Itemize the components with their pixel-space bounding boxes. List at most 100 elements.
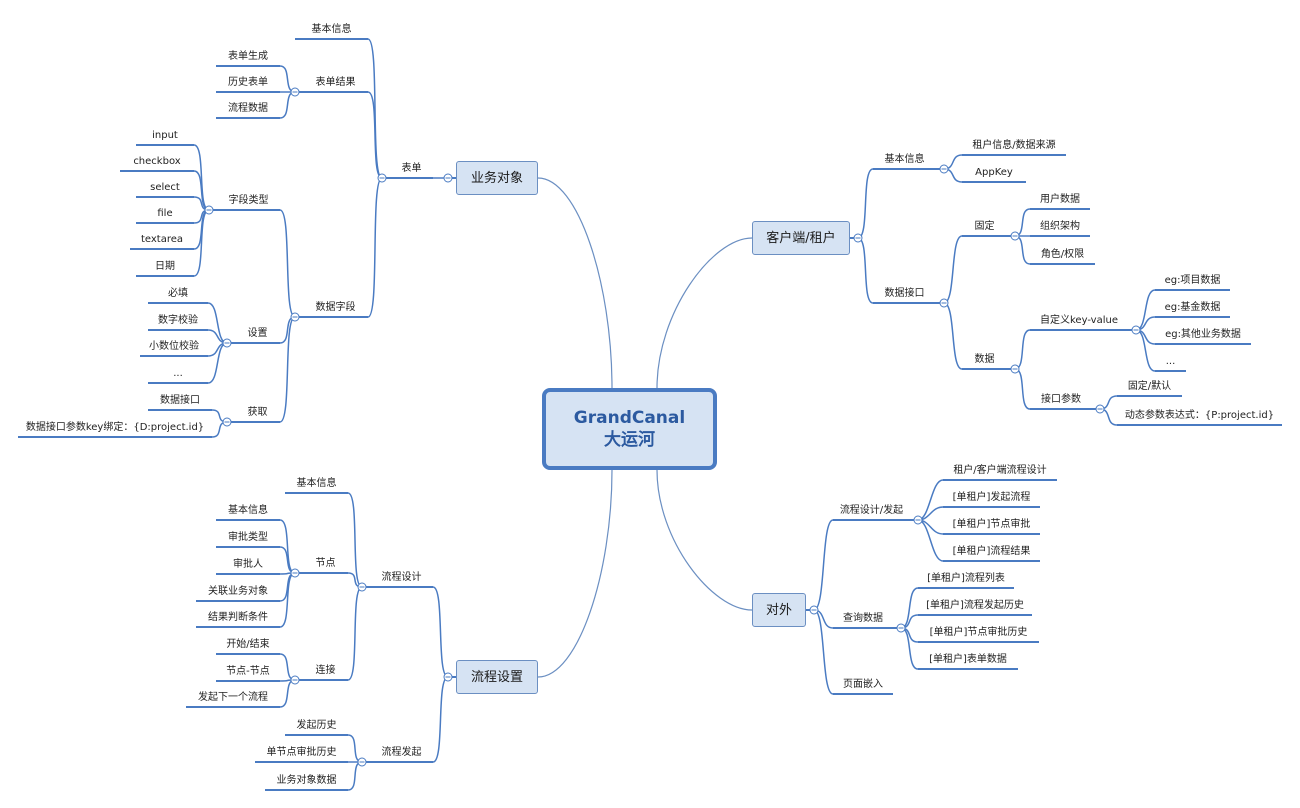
- topic-label[interactable]: 数据接口: [160, 395, 200, 406]
- topic-label[interactable]: [单租户]节点审批历史: [929, 627, 1028, 638]
- collapse-toggle-icon[interactable]: [443, 672, 453, 682]
- topic-label[interactable]: 组织架构: [1040, 221, 1080, 232]
- collapse-toggle-icon[interactable]: [357, 757, 367, 767]
- collapse-toggle-icon[interactable]: [1010, 231, 1020, 241]
- collapse-toggle-icon[interactable]: [1010, 364, 1020, 374]
- topic-label[interactable]: 数字校验: [158, 315, 198, 326]
- topic-label[interactable]: 数据: [974, 354, 995, 365]
- topic-label[interactable]: select: [150, 182, 180, 193]
- topic-label[interactable]: 租户信息/数据来源: [972, 140, 1056, 151]
- topic-label[interactable]: 节点-节点: [226, 666, 270, 677]
- topic-label[interactable]: 流程设计: [381, 572, 422, 583]
- topic-label[interactable]: 基本信息: [296, 478, 337, 489]
- main-topic-node[interactable]: 业务对象: [456, 161, 538, 195]
- collapse-toggle-icon[interactable]: [853, 233, 863, 243]
- topic-label[interactable]: 数据接口参数key绑定：{D:project.id}: [25, 422, 205, 433]
- collapse-toggle-icon[interactable]: [1095, 404, 1105, 414]
- topic-label[interactable]: 字段类型: [228, 195, 269, 206]
- topic-label[interactable]: 流程数据: [228, 103, 268, 114]
- topic-label[interactable]: 基本信息: [311, 24, 352, 35]
- collapse-toggle-icon[interactable]: [357, 582, 367, 592]
- topic-label[interactable]: 流程发起: [381, 747, 422, 758]
- topic-label[interactable]: 数据接口: [884, 288, 925, 299]
- collapse-toggle-icon[interactable]: [290, 675, 300, 685]
- topic-label[interactable]: 固定: [974, 221, 995, 232]
- topic-label[interactable]: 接口参数: [1041, 394, 1081, 405]
- collapse-toggle-icon[interactable]: [913, 515, 923, 525]
- branch-connector: [279, 316, 296, 423]
- topic-label[interactable]: 基本信息: [884, 154, 925, 165]
- collapse-toggle-icon[interactable]: [290, 568, 300, 578]
- topic-label[interactable]: 表单结果: [315, 77, 356, 88]
- topic-label[interactable]: 自定义key-value: [1040, 315, 1118, 326]
- main-topic-node[interactable]: 客户端/租户: [752, 221, 850, 255]
- topic-label[interactable]: checkbox: [133, 156, 181, 167]
- topic-label[interactable]: 小数位校验: [149, 341, 199, 352]
- topic-label[interactable]: [单租户]发起流程: [952, 492, 1031, 503]
- collapse-toggle-icon[interactable]: [896, 623, 906, 633]
- topic-label[interactable]: 必填: [168, 288, 188, 299]
- topic-label[interactable]: 设置: [247, 328, 268, 339]
- topic-label[interactable]: ...: [1165, 356, 1176, 367]
- topic-label[interactable]: 获取: [247, 407, 268, 418]
- branch-connector: [1014, 368, 1031, 410]
- topic-label[interactable]: 日期: [155, 261, 175, 272]
- topic-label[interactable]: 结果判断条件: [208, 612, 268, 623]
- main-topic-node[interactable]: 流程设置: [456, 660, 538, 694]
- branch-connector: [193, 209, 210, 277]
- main-topic-node[interactable]: 对外: [752, 593, 806, 627]
- topic-label[interactable]: eg:基金数据: [1164, 302, 1221, 313]
- topic-label[interactable]: [单租户]流程结果: [952, 546, 1031, 557]
- branch-connector: [943, 302, 963, 370]
- collapse-toggle-icon[interactable]: [222, 338, 232, 348]
- topic-label[interactable]: 查询数据: [843, 613, 883, 624]
- topic-label[interactable]: 审批类型: [228, 532, 268, 543]
- topic-label[interactable]: [单租户]表单数据: [929, 654, 1007, 665]
- topic-label[interactable]: 流程设计/发起: [839, 505, 904, 516]
- collapse-toggle-icon[interactable]: [290, 312, 300, 322]
- topic-label[interactable]: AppKey: [975, 167, 1013, 178]
- topic-label[interactable]: 角色/权限: [1040, 249, 1085, 260]
- topic-label[interactable]: 历史表单: [228, 77, 268, 88]
- topic-label[interactable]: 发起下一个流程: [198, 692, 268, 703]
- topic-label[interactable]: input: [152, 130, 178, 141]
- branch-connector: [943, 235, 963, 304]
- collapse-toggle-icon[interactable]: [939, 164, 949, 174]
- collapse-toggle-icon[interactable]: [443, 173, 453, 183]
- collapse-toggle-icon[interactable]: [377, 173, 387, 183]
- topic-label[interactable]: 固定/默认: [1127, 381, 1172, 392]
- topic-label[interactable]: 动态参数表达式：{P:project.id}: [1124, 410, 1275, 421]
- collapse-toggle-icon[interactable]: [809, 605, 819, 615]
- topic-label[interactable]: 表单: [401, 163, 422, 174]
- topic-label[interactable]: 单节点审批历史: [266, 747, 337, 758]
- topic-label[interactable]: 数据字段: [315, 302, 356, 313]
- topic-label[interactable]: 连接: [315, 665, 336, 676]
- collapse-toggle-icon[interactable]: [939, 298, 949, 308]
- root-node[interactable]: GrandCanal 大运河: [542, 388, 717, 470]
- collapse-toggle-icon[interactable]: [290, 87, 300, 97]
- topic-label[interactable]: textarea: [140, 234, 184, 245]
- root-connector: [537, 177, 613, 389]
- topic-label[interactable]: 发起历史: [296, 720, 337, 731]
- collapse-toggle-icon[interactable]: [222, 417, 232, 427]
- topic-label[interactable]: 租户/客户端流程设计: [953, 465, 1047, 476]
- topic-label[interactable]: 节点: [315, 558, 336, 569]
- branch-connector: [432, 586, 449, 678]
- topic-label[interactable]: 开始/结束: [226, 639, 270, 650]
- topic-label[interactable]: 页面嵌入: [843, 679, 883, 690]
- topic-label[interactable]: 用户数据: [1040, 194, 1080, 205]
- topic-label[interactable]: 关联业务对象: [208, 586, 268, 597]
- topic-label[interactable]: 基本信息: [228, 505, 268, 516]
- collapse-toggle-icon[interactable]: [204, 205, 214, 215]
- topic-label[interactable]: [单租户]节点审批: [952, 519, 1031, 530]
- topic-label[interactable]: 业务对象数据: [276, 775, 337, 786]
- topic-label[interactable]: 表单生成: [228, 51, 268, 62]
- topic-label[interactable]: file: [157, 208, 173, 219]
- topic-label[interactable]: eg:其他业务数据: [1165, 329, 1241, 340]
- topic-label[interactable]: ...: [173, 368, 183, 379]
- topic-label[interactable]: [单租户]流程发起历史: [926, 600, 1024, 611]
- topic-label[interactable]: [单租户]流程列表: [927, 573, 1005, 584]
- topic-label[interactable]: eg:项目数据: [1164, 275, 1221, 286]
- collapse-toggle-icon[interactable]: [1131, 325, 1141, 335]
- topic-label[interactable]: 审批人: [233, 559, 263, 570]
